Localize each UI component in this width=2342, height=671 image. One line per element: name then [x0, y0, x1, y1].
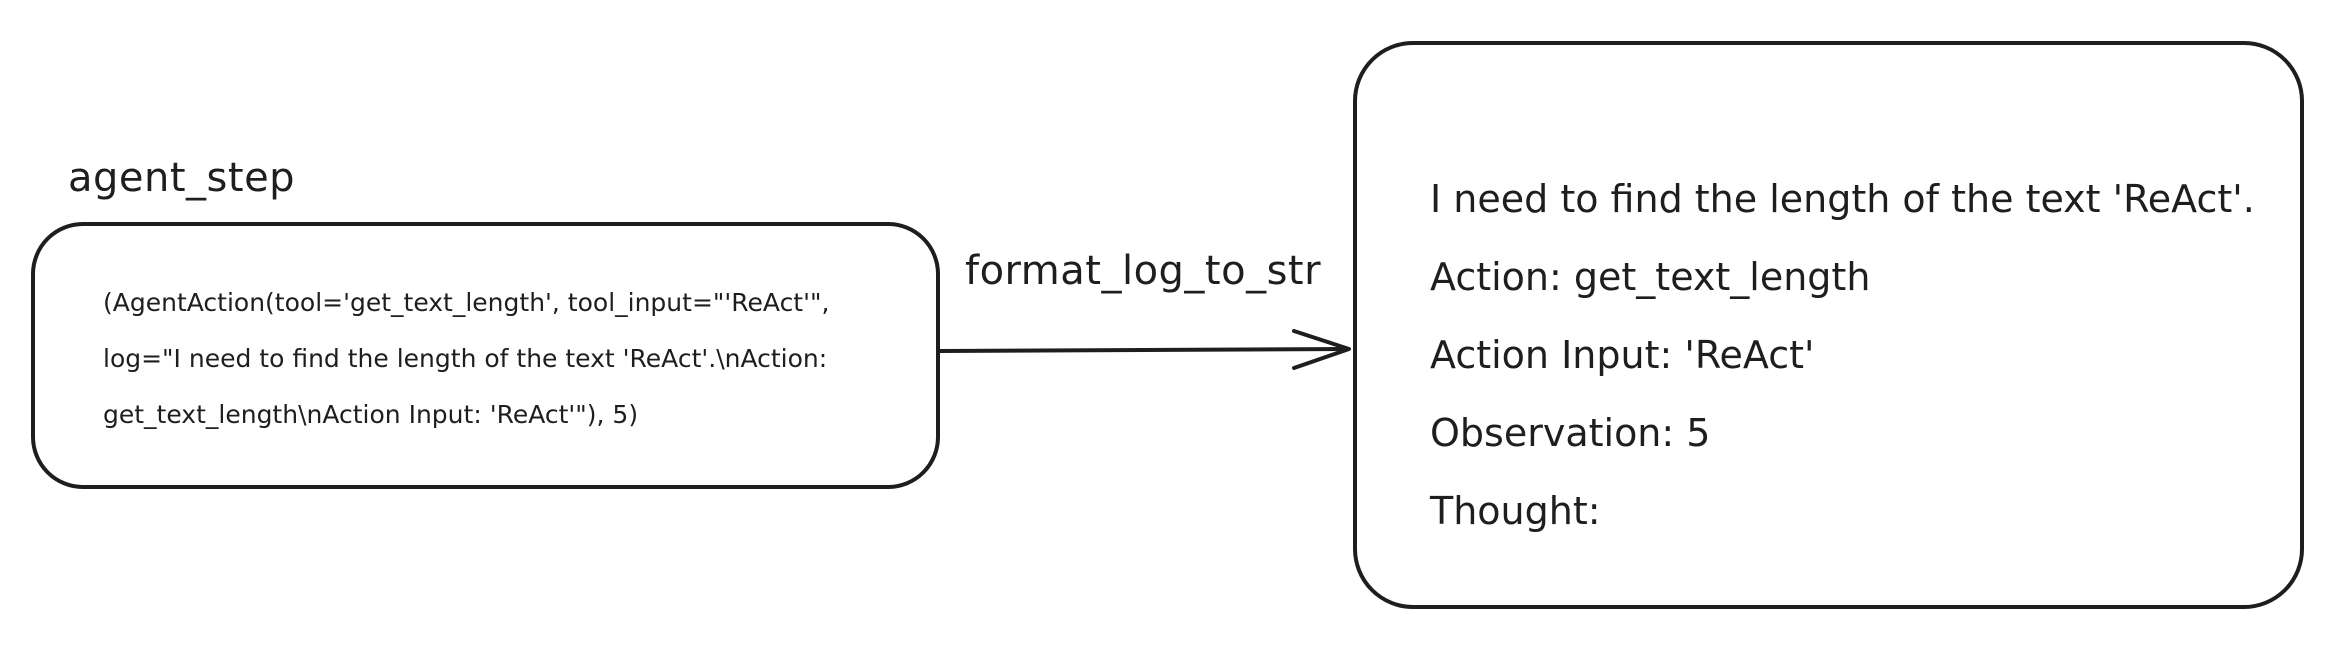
target-line-3: Action Input: 'ReAct' — [1430, 333, 1815, 377]
source-node-content: (AgentAction(tool='get_text_length', too… — [103, 275, 933, 443]
target-line-5: Thought: — [1430, 489, 1601, 533]
arrow-line — [938, 347, 1349, 353]
source-line-3: get_text_length\nAction Input: 'ReAct'")… — [103, 400, 639, 429]
output-box — [1353, 41, 2304, 609]
target-line-1: I need to find the length of the text 'R… — [1430, 177, 2255, 221]
agent-step-box — [31, 222, 940, 489]
target-line-4: Observation: 5 — [1430, 411, 1711, 455]
source-line-2: log="I need to find the length of the te… — [103, 344, 828, 373]
source-node-title: agent_step — [68, 155, 296, 201]
target-line-2: Action: get_text_length — [1430, 255, 1871, 299]
target-node-content: I need to find the length of the text 'R… — [1430, 160, 2310, 550]
arrow-head-icon — [1292, 329, 1351, 370]
source-line-1: (AgentAction(tool='get_text_length', too… — [103, 288, 830, 317]
edge-label: format_log_to_str — [965, 248, 1322, 294]
arrow-connector — [938, 329, 1351, 370]
